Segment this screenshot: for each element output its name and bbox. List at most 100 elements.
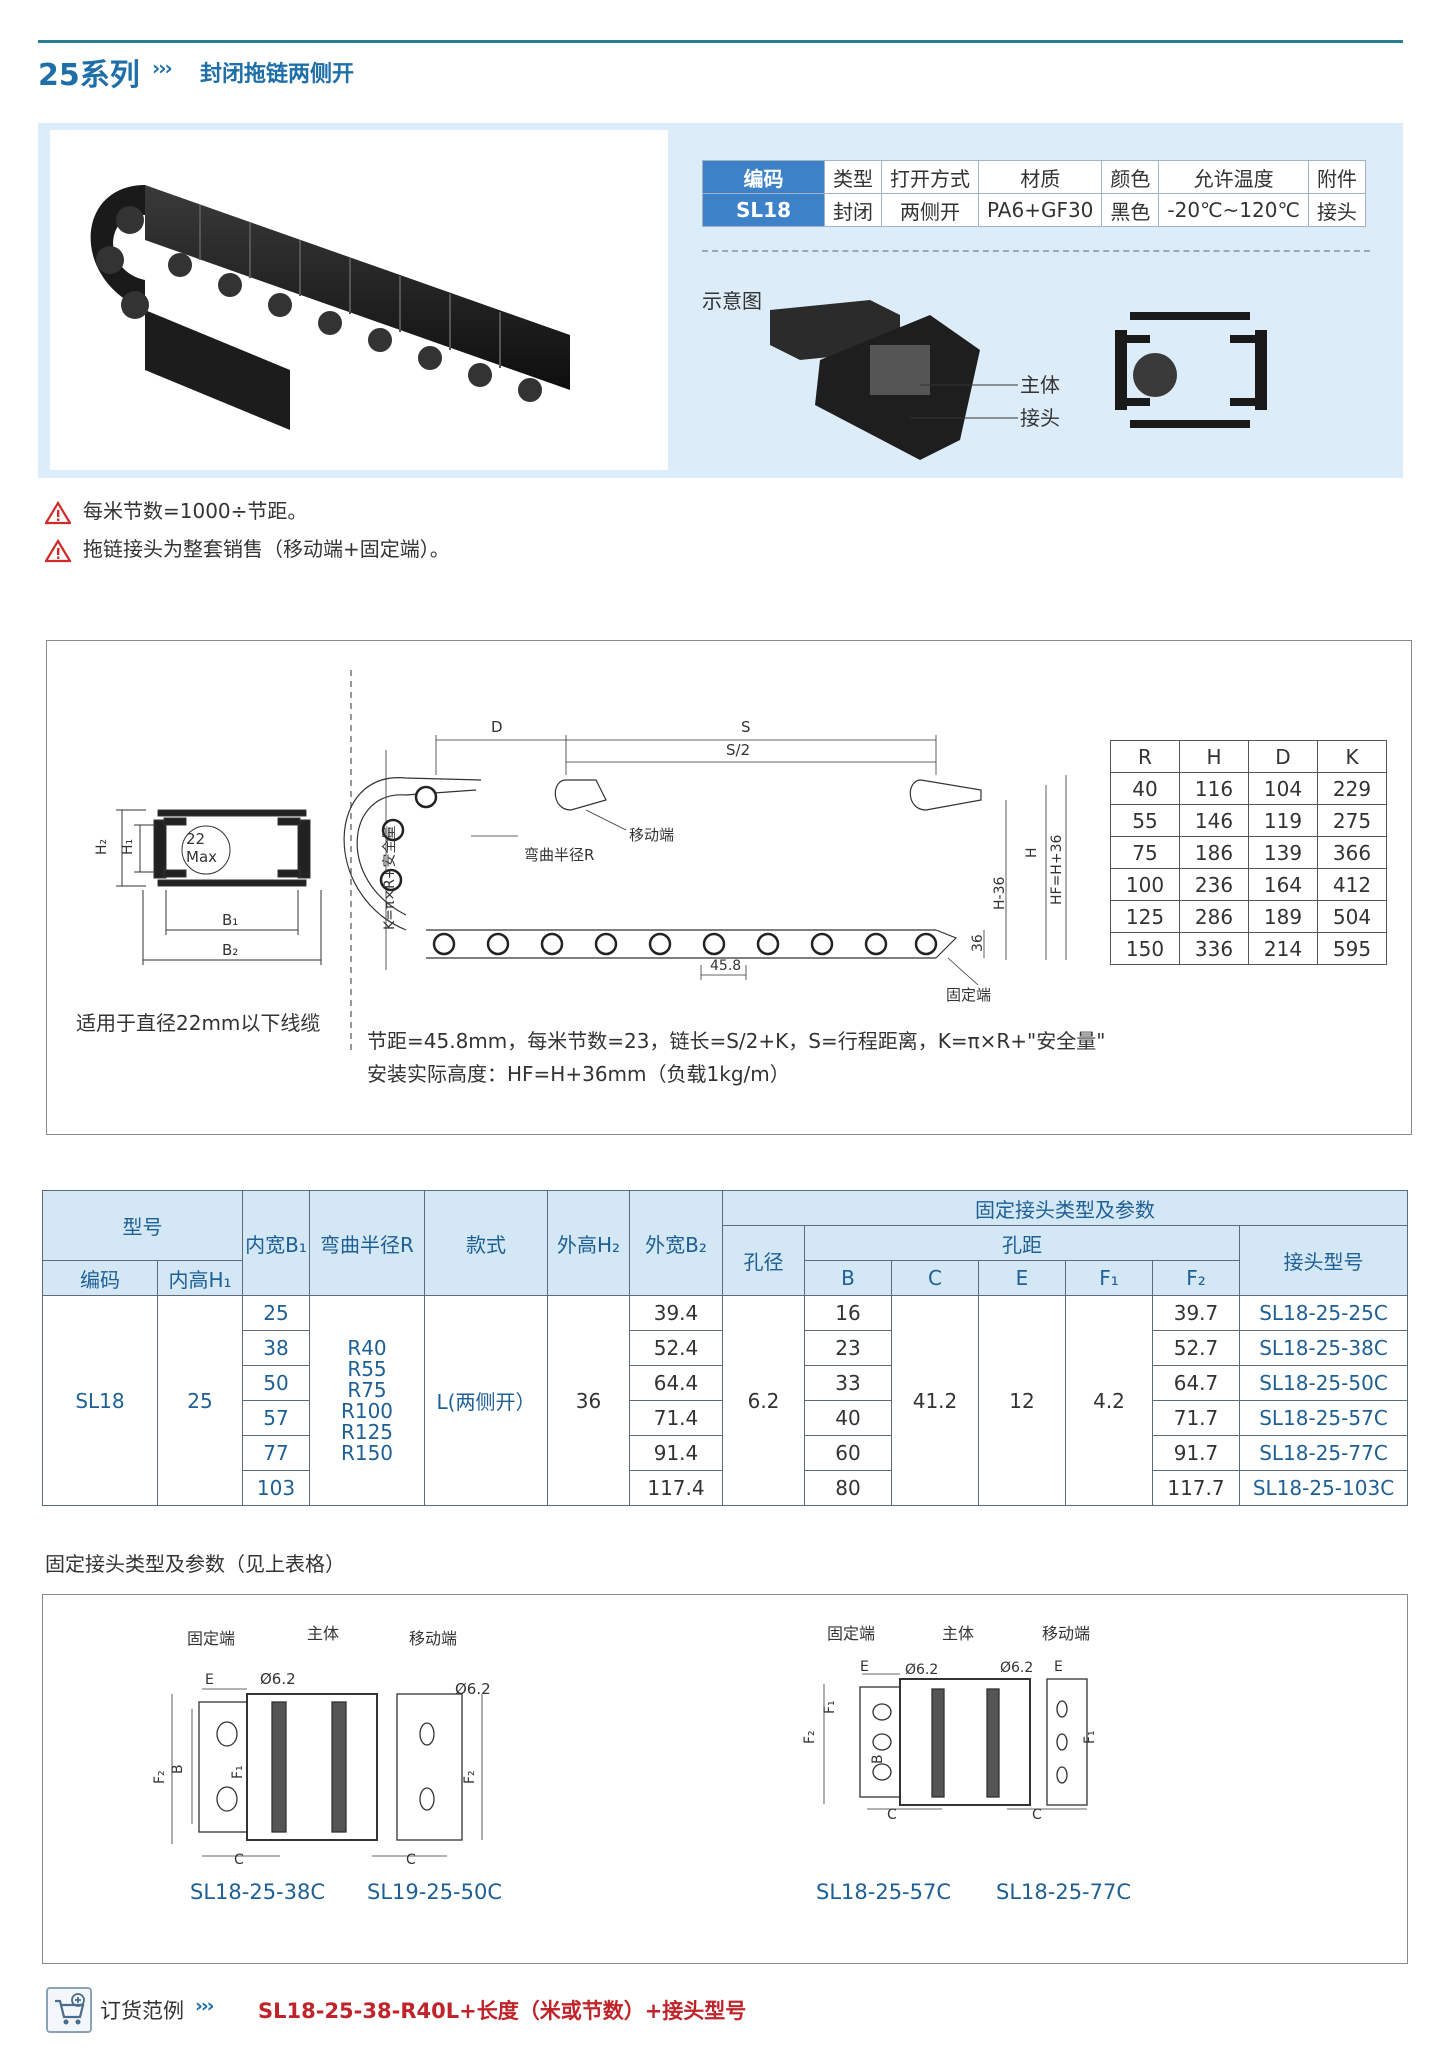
radius-cell: 164: [1248, 868, 1318, 901]
conn-a-b-label: B: [170, 1764, 186, 1774]
spec-table: 编码 类型 打开方式 材质 颜色 允许温度 附件 SL18 封闭 两侧开 PA6…: [702, 160, 1366, 227]
header-bend-radius: 弯曲半径R: [309, 1190, 425, 1296]
header-outer-width: 外宽B₂: [629, 1190, 723, 1296]
table-row: SL18 25 25 R40 R55 R75 R100 R125 R150 L(…: [42, 1295, 1408, 1506]
table-row: 50 64.4 33 64.7 SL18-25-50C: [43, 1365, 1408, 1401]
header-style: 款式: [424, 1190, 548, 1296]
spec-code: SL18: [702, 193, 825, 227]
product-photo: [50, 130, 668, 470]
radius-cell: 100: [1110, 868, 1180, 901]
connector-model-2: SL19-25-50C: [367, 1880, 503, 1904]
radius-cell: 286: [1179, 900, 1249, 933]
label-d: D: [491, 718, 503, 736]
radius-cell: 40: [1110, 772, 1180, 805]
cell-style: L(两侧开）: [424, 1295, 548, 1506]
radius-cell: 104: [1248, 772, 1318, 805]
radius-cell: 229: [1317, 772, 1387, 805]
conn-b-dia-label: Ø6.2: [905, 1662, 938, 1678]
cell-b: 60: [804, 1435, 892, 1471]
radius-col-k: K: [1317, 740, 1387, 773]
cell-joint: SL18-25-103C: [1239, 1470, 1408, 1506]
spec-header-accessory: 附件: [1307, 160, 1366, 194]
radius-cell: 186: [1179, 836, 1249, 869]
radius-cell: 336: [1179, 932, 1249, 965]
conn-b-dia-label-2: Ø6.2: [1000, 1660, 1033, 1676]
label-36: 36: [970, 934, 986, 952]
cell-b2: 71.4: [629, 1400, 723, 1436]
cell-f2: 64.7: [1152, 1365, 1240, 1401]
spec-color: 黑色: [1101, 193, 1160, 227]
radius-cell: 412: [1317, 868, 1387, 901]
label-moving-end: 移动端: [629, 826, 674, 844]
conn-a-body-label: 主体: [307, 1624, 339, 1643]
cell-f1: 4.2: [1065, 1295, 1153, 1506]
cell-b: 40: [804, 1400, 892, 1436]
conn-a-moving-label: 移动端: [409, 1629, 457, 1648]
cell-b2: 39.4: [629, 1295, 723, 1331]
cell-code: SL18: [42, 1295, 158, 1506]
conn-b-f1-label-2: F₁: [1082, 1730, 1098, 1744]
radius-cell: 189: [1248, 900, 1318, 933]
spec-header-row: 编码 类型 打开方式 材质 颜色 允许温度 附件: [702, 160, 1366, 194]
label-h: H: [1024, 847, 1040, 858]
order-label: 订货范例: [100, 1999, 184, 2023]
radius-cell: 504: [1317, 900, 1387, 933]
conn-a-f1-label: F₁: [230, 1765, 246, 1779]
note-2: 拖链接头为整套销售（移动端+固定端）。: [45, 533, 450, 563]
header-f1: F₁: [1065, 1260, 1153, 1296]
callout-body: 主体: [1020, 373, 1060, 397]
header-rule: [38, 40, 1403, 43]
cable-caption: 适用于直径22mm以下线缆: [76, 1011, 320, 1035]
model-table: 型号 内宽B₁ 弯曲半径R 款式 外高H₂ 外宽B₂ 固定接头类型及参数 孔径 …: [42, 1190, 1408, 1506]
radius-col-h: H: [1179, 740, 1249, 773]
formula-line-1: 节距=45.8mm，每米节数=23，链长=S/2+K，S=行程距离，K=π×R+…: [367, 1029, 1106, 1053]
conn-b-moving-label: 移动端: [1042, 1624, 1090, 1643]
note-2-text: 拖链接头为整套销售（移动端+固定端）。: [83, 537, 450, 561]
conn-a-dia-label: Ø6.2: [260, 1670, 296, 1688]
cell-f2: 117.7: [1152, 1470, 1240, 1506]
label-s: S: [741, 718, 751, 736]
radius-cell: 75: [1110, 836, 1180, 869]
radius-cell: 116: [1179, 772, 1249, 805]
label-bend-radius: 弯曲半径R: [524, 846, 594, 864]
label-k: K=π×R+安全量: [381, 825, 398, 930]
radius-cell: 139: [1248, 836, 1318, 869]
cell-b1: 57: [242, 1400, 310, 1436]
cell-e: 12: [978, 1295, 1066, 1506]
cell-b1: 38: [242, 1330, 310, 1366]
table-row: 77 91.4 60 91.7 SL18-25-77C: [43, 1435, 1408, 1471]
conn-a-fixed-label: 固定端: [187, 1629, 235, 1648]
drag-chain-illustration: [90, 185, 570, 430]
header-f2: F₂: [1152, 1260, 1240, 1296]
conn-a-c-label-2: C: [406, 1852, 416, 1868]
spec-header-material: 材质: [977, 160, 1103, 194]
conn-b-c-label-2: C: [1032, 1807, 1042, 1823]
cell-b2: 52.4: [629, 1330, 723, 1366]
callout-joint: 接头: [1020, 406, 1060, 430]
spec-header-open: 打开方式: [881, 160, 979, 194]
radius-col-d: D: [1248, 740, 1318, 773]
table-row: 38 52.4 23 52.7 SL18-25-38C: [43, 1330, 1408, 1366]
cell-b1: 103: [242, 1470, 310, 1506]
spec-open: 两侧开: [881, 193, 979, 227]
order-example: SL18-25-38-R40L+长度（米或节数）+接头型号: [258, 1999, 747, 2023]
cell-f2: 71.7: [1152, 1400, 1240, 1436]
spec-material: PA6+GF30: [977, 193, 1103, 227]
label-h1: H₁: [120, 839, 136, 855]
connector-section-label: 固定接头类型及参数（见上表格）: [45, 1552, 345, 1576]
circle-label-top: 22: [186, 830, 205, 848]
cell-hole: 6.2: [722, 1295, 805, 1506]
cell-joint: SL18-25-25C: [1239, 1295, 1408, 1331]
series-subtitle: 封闭拖链两侧开: [200, 62, 355, 87]
label-b1: B₁: [222, 911, 238, 929]
radius-cell: 55: [1110, 804, 1180, 837]
header-hole: 孔径: [722, 1225, 805, 1296]
header-c: C: [891, 1260, 979, 1296]
cell-b2: 64.4: [629, 1365, 723, 1401]
spec-header-type: 类型: [824, 160, 882, 194]
